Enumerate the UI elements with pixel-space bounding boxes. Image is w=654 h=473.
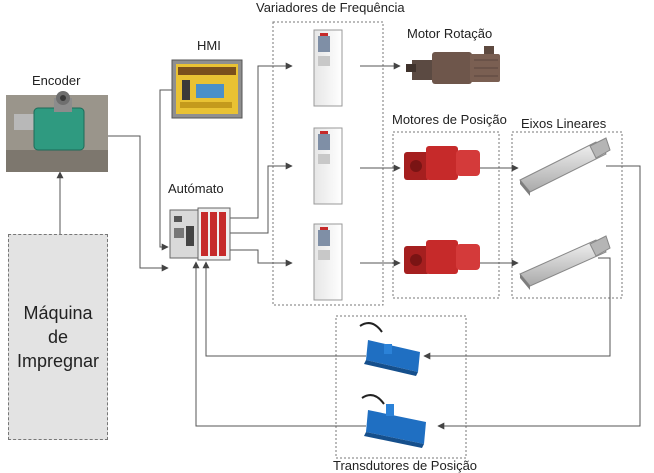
linear-axes-group-box bbox=[511, 131, 623, 299]
transducer2-to-plc-arrow bbox=[192, 261, 366, 427]
transdutores-label: Transdutores de Posição bbox=[333, 458, 478, 473]
motors-position-group-box bbox=[392, 131, 500, 299]
transducer1-to-plc-arrow bbox=[202, 261, 366, 357]
plc-icon bbox=[169, 207, 231, 261]
transducers-group-box bbox=[335, 315, 467, 459]
machine-label: Máquina de Impregnar bbox=[16, 303, 100, 371]
encoder-label: Encoder bbox=[32, 73, 81, 88]
frequency-drive-2-icon bbox=[313, 127, 343, 205]
plc-to-vfd1-arrow bbox=[228, 62, 293, 219]
hmi-panel-icon bbox=[171, 59, 243, 119]
vfd-group-box bbox=[272, 21, 384, 306]
variadores-label: Variadores de Frequência bbox=[256, 0, 405, 15]
linear-axis-2-icon bbox=[519, 235, 611, 290]
encoder-to-plc-arrow bbox=[108, 135, 169, 272]
eixos-lineares-label: Eixos Lineares bbox=[521, 116, 607, 131]
frequency-drive-1-icon bbox=[313, 29, 343, 107]
hmi-to-plc-arrow bbox=[159, 89, 172, 251]
position-sensor-2-icon bbox=[361, 394, 426, 448]
motor-rotacao-label: Motor Rotação bbox=[407, 26, 493, 41]
automato-label: Autómato bbox=[168, 181, 224, 196]
red-gear-motor-1-icon bbox=[404, 146, 480, 180]
encoder-icon bbox=[6, 91, 108, 172]
motores-posicao-label: Motores de Posição bbox=[392, 112, 507, 127]
plc-to-vfd2-arrow bbox=[228, 162, 293, 234]
gear-motor-icon bbox=[406, 46, 500, 84]
red-gear-motor-2-icon bbox=[404, 240, 480, 274]
impregnation-machine-box: Máquina de Impregnar bbox=[8, 234, 108, 440]
frequency-drive-3-icon bbox=[313, 223, 343, 301]
hmi-label: HMI bbox=[197, 38, 221, 53]
plc-to-vfd3-arrow bbox=[228, 249, 293, 267]
position-sensor-1-icon bbox=[359, 322, 420, 376]
linear-axis-1-icon bbox=[519, 137, 611, 196]
axis1-to-transducer2-arrow bbox=[437, 165, 641, 430]
axis2-to-transducer1-arrow bbox=[423, 257, 611, 360]
